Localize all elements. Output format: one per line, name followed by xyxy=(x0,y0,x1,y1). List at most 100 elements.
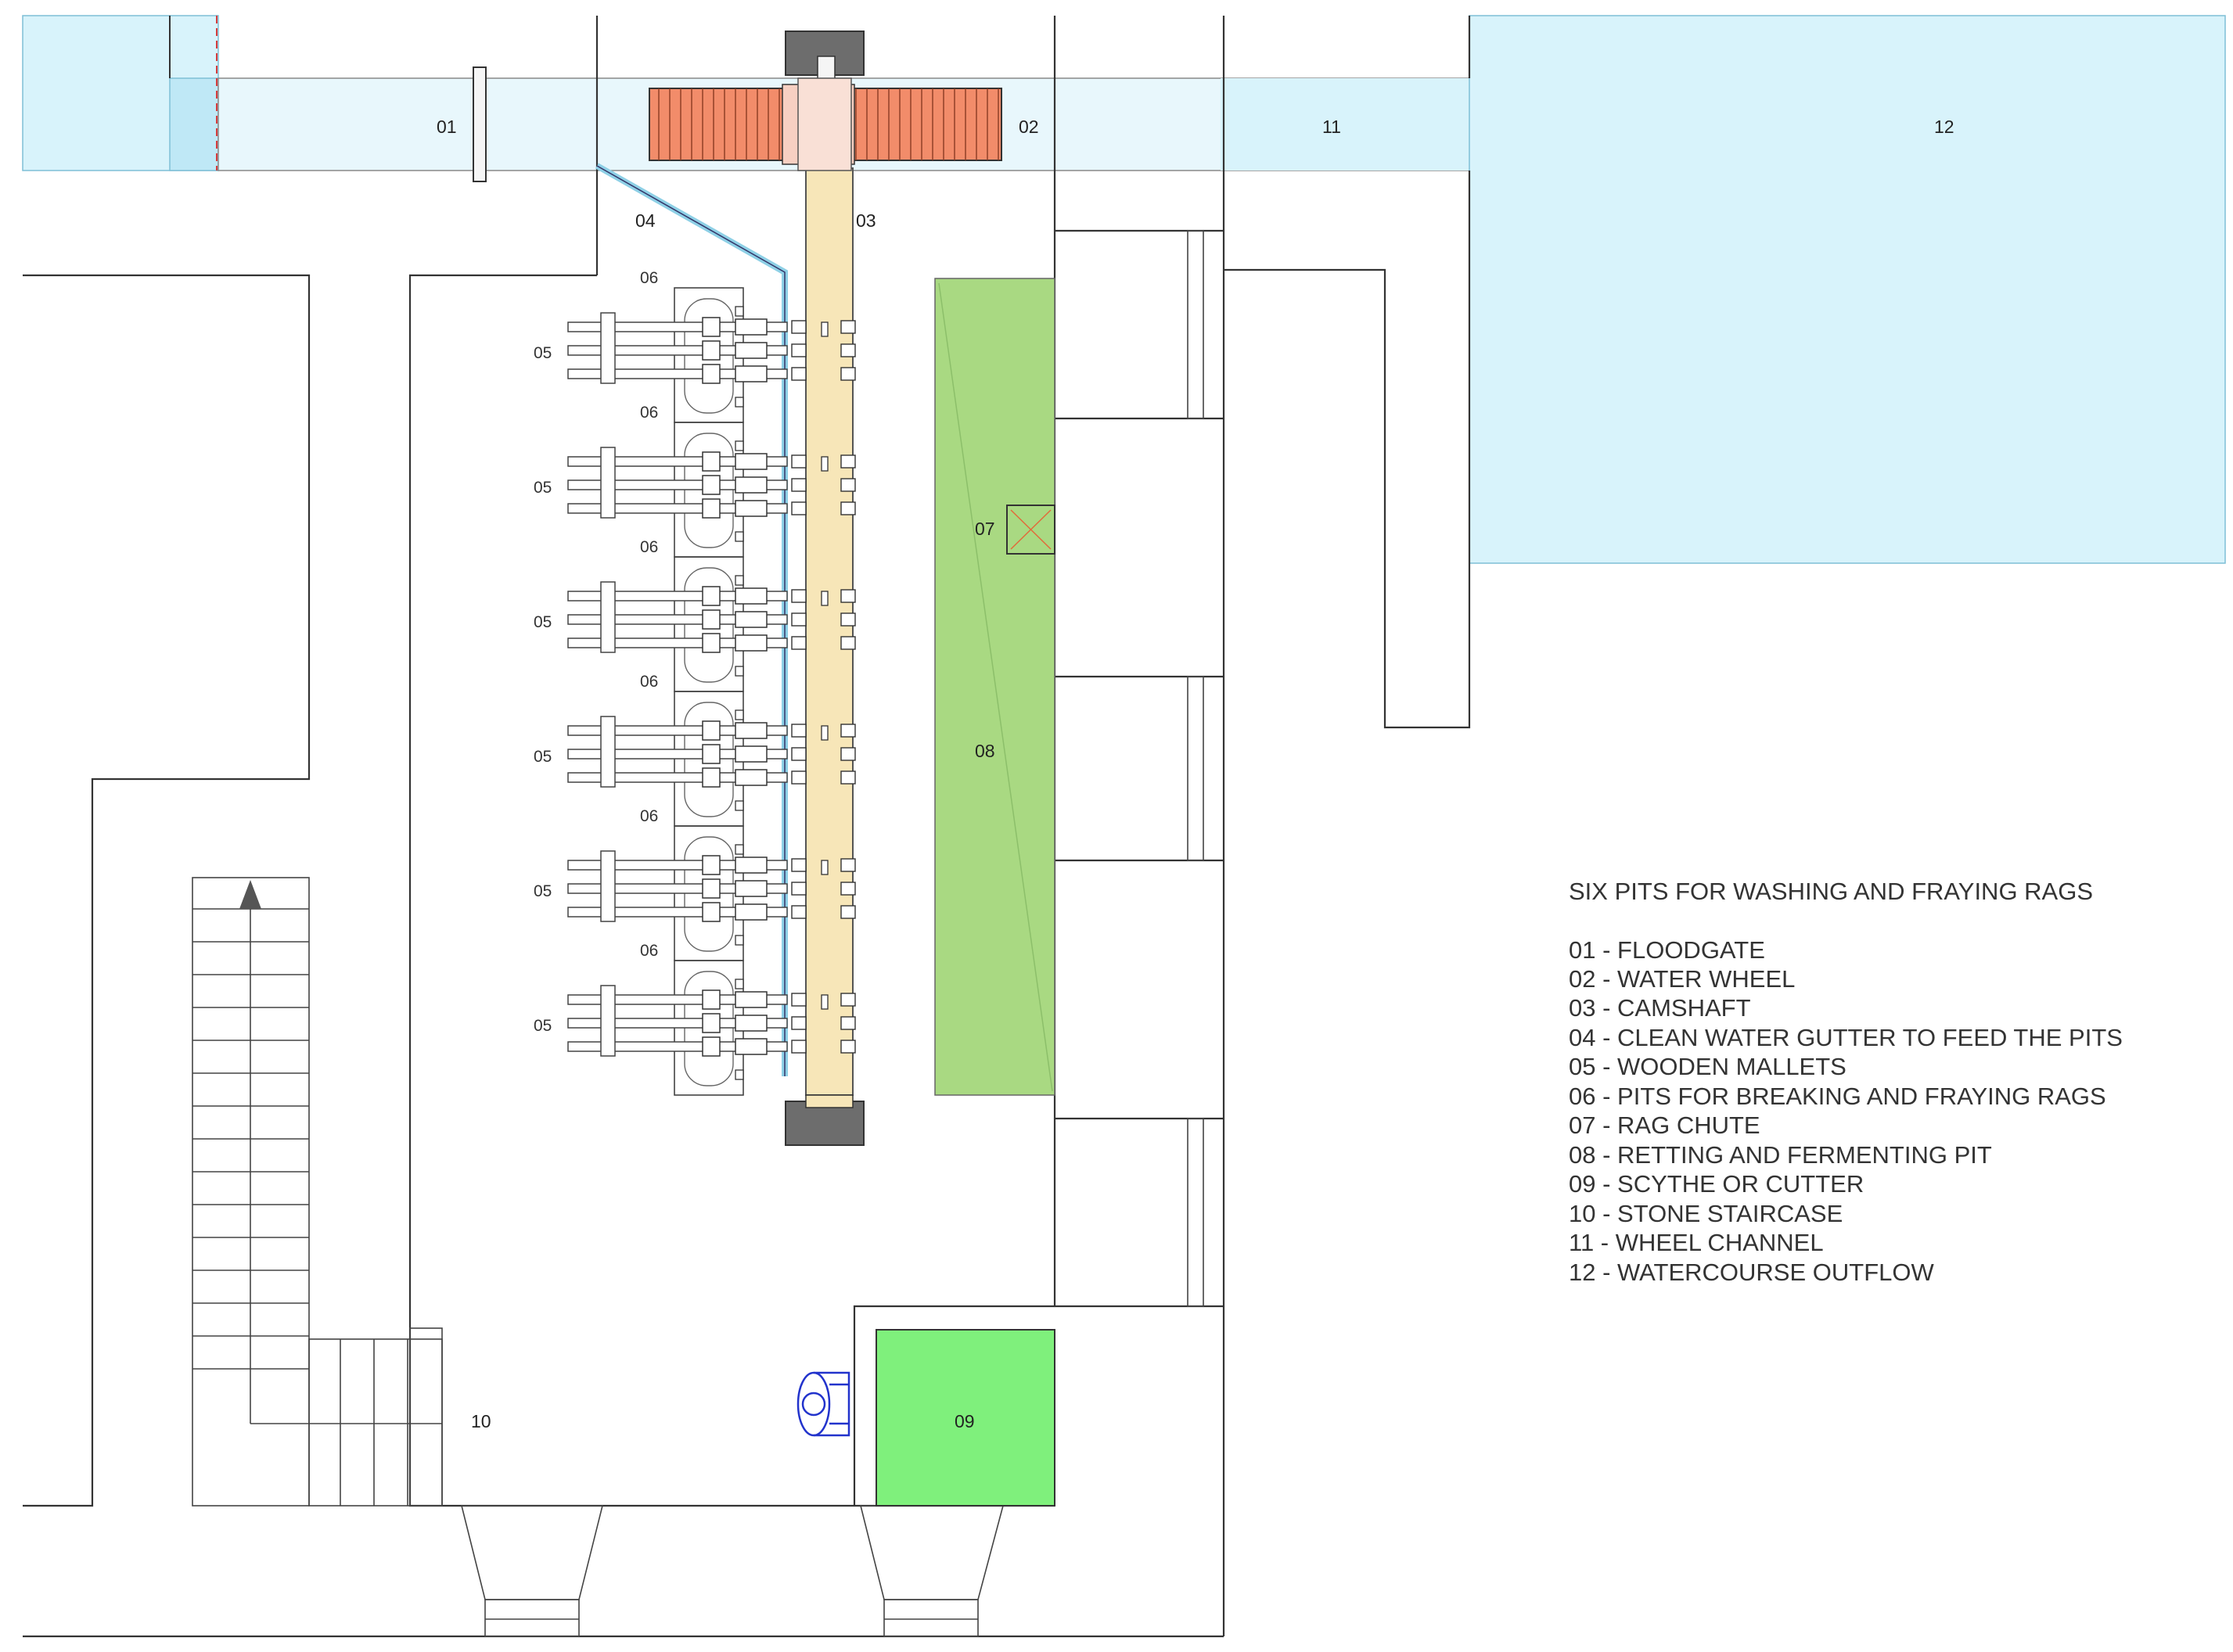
mallet-block xyxy=(735,342,768,359)
cam xyxy=(840,993,856,1007)
cam xyxy=(791,320,807,334)
mallet-arm xyxy=(567,479,788,490)
legend-item: 03 - CAMSHAFT xyxy=(1569,994,1751,1022)
label-staircase: 10 xyxy=(471,1411,491,1431)
mallet-head xyxy=(702,902,721,922)
cam xyxy=(791,905,807,919)
cam xyxy=(840,454,856,469)
mallet-stop xyxy=(735,397,744,408)
camshaft-hub-bottom xyxy=(785,1101,865,1146)
mallet-pivot xyxy=(600,716,616,788)
legend: SIX PITS FOR WASHING AND FRAYING RAGS 01… xyxy=(1569,878,2123,1286)
legend-item: 09 - SCYTHE OR CUTTER xyxy=(1569,1170,1864,1198)
floodgate-pool xyxy=(169,77,219,171)
cam xyxy=(840,612,856,627)
mallet-arm xyxy=(567,456,788,467)
mallet-head xyxy=(702,317,721,337)
label-pits: 06 xyxy=(640,269,658,287)
stair-step xyxy=(409,1327,443,1507)
mallet-head xyxy=(702,855,721,875)
mallet-block xyxy=(735,903,768,921)
mallet-block xyxy=(735,500,768,517)
mallet-block xyxy=(735,318,768,336)
cam xyxy=(840,501,856,515)
mallet-pivot xyxy=(600,581,616,653)
cam xyxy=(791,993,807,1007)
cam xyxy=(840,1016,856,1030)
mallet-block xyxy=(735,722,768,739)
mallet-arm xyxy=(567,1018,788,1029)
legend-title: SIX PITS FOR WASHING AND FRAYING RAGS xyxy=(1569,878,2093,905)
legend-item: 06 - PITS FOR BREAKING AND FRAYING RAGS xyxy=(1569,1083,2106,1110)
scythe-icon xyxy=(796,1371,850,1437)
pit-basin xyxy=(684,298,734,414)
label-scythe: 09 xyxy=(955,1411,975,1431)
mallet-block xyxy=(735,1038,768,1055)
cam xyxy=(791,882,807,896)
cam xyxy=(791,478,807,492)
label-mallets: 05 xyxy=(534,613,552,631)
cam xyxy=(840,905,856,919)
legend-item: 11 - WHEEL CHANNEL xyxy=(1569,1229,1824,1256)
label-pits: 06 xyxy=(640,673,658,691)
cam xyxy=(840,478,856,492)
mallet-block xyxy=(735,857,768,874)
mallet-pivot xyxy=(600,850,616,922)
label-wheel-channel: 11 xyxy=(1322,117,1341,137)
cam-tooth xyxy=(821,321,829,337)
cam xyxy=(791,612,807,627)
label-mallets: 05 xyxy=(534,344,552,362)
water-wheel xyxy=(649,77,1002,171)
mallet-block xyxy=(735,453,768,470)
mallet-arm xyxy=(567,368,788,379)
label-mallets: 05 xyxy=(534,1017,552,1035)
legend-item: 10 - STONE STAIRCASE xyxy=(1569,1200,1843,1227)
mallet-head xyxy=(702,1013,721,1033)
mallet-stop xyxy=(735,709,744,720)
mallet-head xyxy=(702,609,721,630)
pit-basin xyxy=(684,433,734,548)
cam xyxy=(791,770,807,785)
mallet-arm xyxy=(567,772,788,783)
stone-staircase xyxy=(192,877,443,1507)
cam xyxy=(791,636,807,650)
cam xyxy=(791,454,807,469)
cam-tooth xyxy=(821,456,829,472)
cam-tooth xyxy=(821,994,829,1010)
legend-item: 05 - WOODEN MALLETS xyxy=(1569,1053,1846,1080)
water-areas xyxy=(22,15,2226,564)
cam xyxy=(840,367,856,381)
cam xyxy=(791,1016,807,1030)
camshaft xyxy=(805,167,854,1096)
floodgate xyxy=(473,66,487,182)
cam xyxy=(840,1040,856,1054)
mallet-block xyxy=(735,769,768,786)
label-mallets: 05 xyxy=(534,479,552,497)
outflow-water xyxy=(1469,15,2226,564)
legend-item: 04 - CLEAN WATER GUTTER TO FEED THE PITS xyxy=(1569,1024,2123,1051)
cam-tooth xyxy=(821,725,829,741)
mallet-arm xyxy=(567,994,788,1005)
mallet-stop xyxy=(735,575,744,586)
wheel-channel-water xyxy=(1221,78,1471,171)
mallet-head xyxy=(702,989,721,1010)
mallet-head xyxy=(702,1036,721,1057)
cam xyxy=(791,343,807,357)
cam xyxy=(840,636,856,650)
label-outflow: 12 xyxy=(1934,117,1954,137)
mallet-head xyxy=(702,767,721,788)
mallet-block xyxy=(735,880,768,897)
cam xyxy=(840,747,856,761)
legend-item: 08 - RETTING AND FERMENTING PIT xyxy=(1569,1141,1992,1169)
mallet-pivot xyxy=(600,312,616,384)
mallet-stop xyxy=(735,666,744,677)
cam xyxy=(840,724,856,738)
label-floodgate: 01 xyxy=(437,117,457,137)
mallet-head xyxy=(702,364,721,384)
